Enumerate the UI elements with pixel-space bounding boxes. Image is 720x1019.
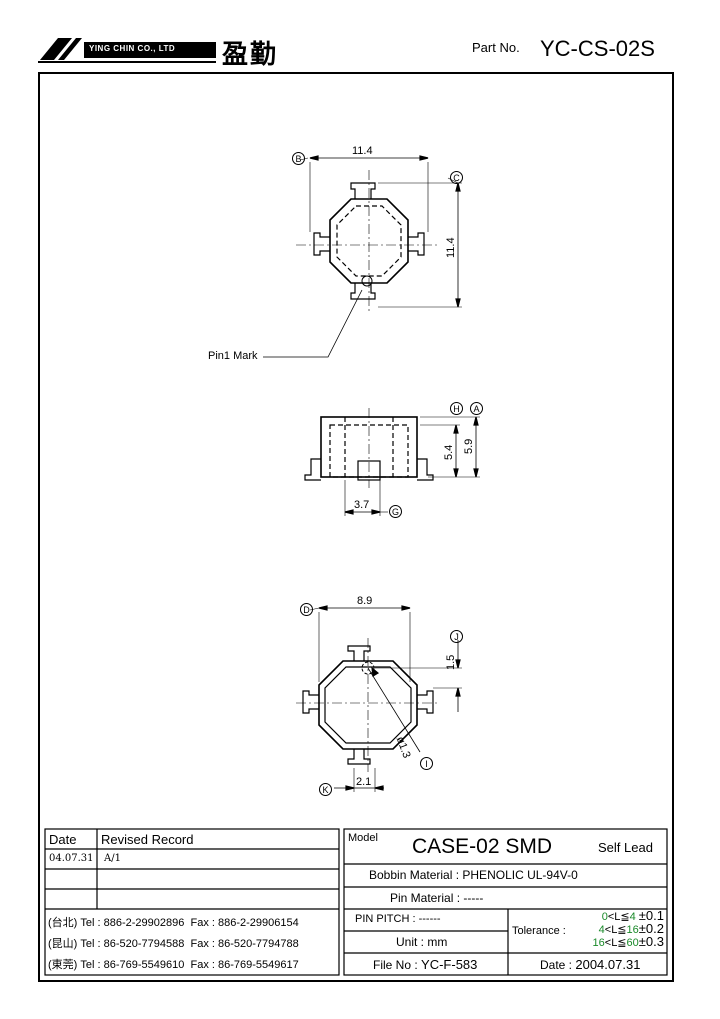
label-b: B — [292, 152, 305, 165]
pin-material-label: Pin Material : — [390, 891, 461, 905]
model-label: Model — [348, 832, 378, 844]
top-width-dim: 11.4 — [352, 145, 373, 157]
tolerance-table: 0<L≦4 ±0.1 4<L≦16±0.2 16<L≦60±0.3 — [590, 908, 664, 949]
label-i: I — [420, 757, 433, 770]
side-dim-g: 3.7 — [354, 499, 370, 511]
self-lead: Self Lead — [598, 840, 653, 855]
label-j: J — [450, 630, 463, 643]
pin-pitch-value: ------ — [418, 913, 441, 925]
label-a: A — [470, 402, 483, 415]
label-k: K — [319, 783, 332, 796]
bobbin-material: Bobbin Material : PHENOLIC UL-94V-0 — [369, 868, 578, 882]
top-view — [263, 155, 462, 358]
tolerance-row: 4<L≦16±0.2 — [590, 921, 664, 936]
bobbin-value: PHENOLIC UL-94V-0 — [462, 868, 578, 882]
part-no-label: Part No. — [472, 40, 520, 55]
bobbin-label: Bobbin Material : — [369, 868, 460, 882]
label-h: H — [450, 402, 463, 415]
company-name-cn: 盈勤 — [222, 40, 279, 70]
unit-value: mm — [427, 935, 448, 949]
side-view — [304, 408, 480, 516]
top-height-dim: 11.4 — [445, 237, 457, 258]
bottom-dim-k: 2.1 — [356, 776, 372, 788]
contact-dongguan: (東莞) Tel : 86-769-5549610 Fax : 86-769-5… — [48, 956, 299, 972]
label-g: G — [389, 505, 402, 518]
label-c: C — [450, 171, 463, 184]
rev-row-record: A/1 — [104, 853, 121, 864]
file-no-value: YC-F-583 — [421, 957, 478, 972]
side-dim-h: 5.4 — [443, 444, 455, 460]
tol-rel: <L≦ — [604, 937, 627, 949]
pin1-mark-label: Pin1 Mark — [208, 350, 258, 362]
bottom-dim-j: 1.5 — [445, 654, 457, 670]
contact-loc: (東莞) — [48, 959, 78, 971]
contact-loc: (台北) — [48, 917, 78, 929]
contact-fax: Fax : 86-769-5549617 — [190, 959, 299, 971]
tol-lo: 4 — [598, 924, 605, 936]
contact-loc: (昆山) — [48, 938, 78, 950]
pin-material-value: ----- — [463, 891, 484, 905]
tol-hi: 60 — [626, 937, 639, 949]
date-label: Date : — [540, 958, 573, 972]
tol-value: ±0.1 — [638, 908, 664, 923]
unit-label: Unit : — [396, 935, 425, 949]
side-dim-a: 5.9 — [463, 438, 475, 454]
contact-tel: Tel : 86-769-5549610 — [80, 959, 185, 971]
contact-fax: Fax : 86-520-7794788 — [190, 938, 299, 950]
tol-lo: 0 — [601, 911, 608, 923]
file-no-label: File No : — [373, 958, 418, 972]
rev-col-record: Revised Record — [101, 832, 194, 847]
bottom-view — [296, 605, 462, 792]
tol-hi: 4 — [629, 911, 636, 923]
contact-tel: Tel : 886-2-29902896 — [80, 917, 185, 929]
contact-fax: Fax : 886-2-29906154 — [190, 917, 299, 929]
company-logo — [38, 38, 216, 63]
tol-rel: <L≦ — [607, 911, 630, 923]
part-number: YC-CS-02S — [540, 36, 655, 61]
tol-value: ±0.3 — [638, 934, 664, 949]
label-d: D — [300, 603, 313, 616]
pin-pitch-label: PIN PITCH : — [355, 913, 416, 925]
rev-row-date: 04.07.31 — [49, 853, 94, 864]
pin-pitch: PIN PITCH : ------ — [355, 913, 441, 925]
tolerance-row: 16<L≦60±0.3 — [590, 934, 664, 949]
model-name: CASE-02 SMD — [412, 835, 553, 858]
date-value: 2004.07.31 — [575, 957, 641, 972]
company-name: YING CHIN CO., LTD — [89, 44, 176, 53]
date: Date : 2004.07.31 — [540, 957, 640, 972]
bottom-width-dim: 8.9 — [357, 595, 373, 607]
tol-lo: 16 — [592, 937, 605, 949]
unit: Unit : mm — [396, 935, 447, 949]
contact-kunshan: (昆山) Tel : 86-520-7794588 Fax : 86-520-7… — [48, 935, 299, 951]
table-grid — [44, 828, 668, 976]
pin-material: Pin Material : ----- — [390, 891, 483, 905]
contact-taipei: (台北) Tel : 886-2-29902896 Fax : 886-2-29… — [48, 914, 299, 930]
tolerance-row: 0<L≦4 ±0.1 — [590, 908, 664, 923]
rev-col-date: Date — [49, 832, 77, 847]
drawing-frame — [38, 72, 674, 982]
tol-rel: <L≦ — [604, 924, 627, 936]
contact-tel: Tel : 86-520-7794588 — [80, 938, 185, 950]
tolerance-label: Tolerance : — [512, 925, 566, 937]
file-no: File No : YC-F-583 — [373, 957, 477, 972]
tol-hi: 16 — [626, 924, 639, 936]
tol-value: ±0.2 — [638, 921, 664, 936]
